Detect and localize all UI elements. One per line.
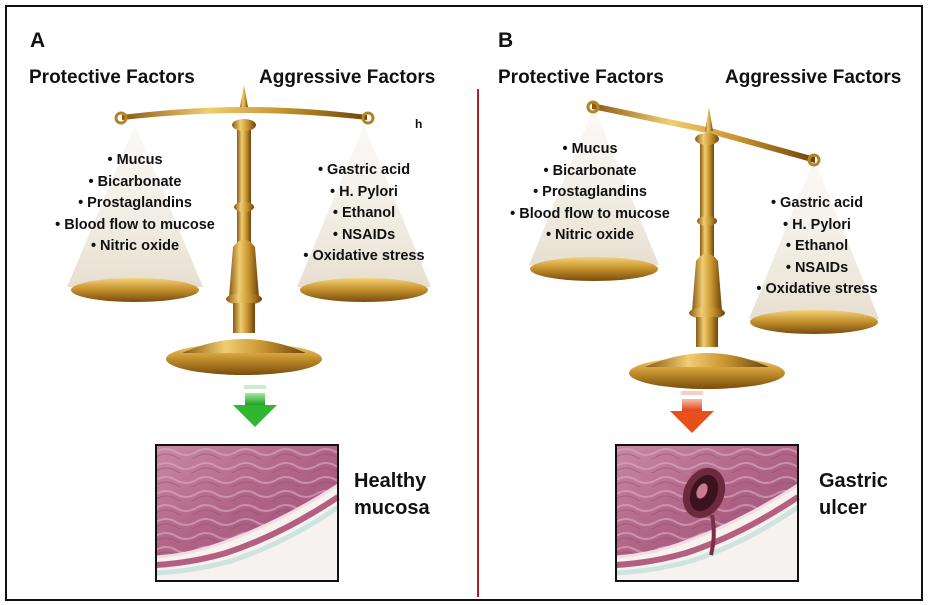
panel-b-gastric-ulcer-image <box>616 445 798 581</box>
panel-b-outcome-line2: ulcer <box>819 495 888 522</box>
panel-a-outcome-line1: Healthy <box>354 468 430 495</box>
panel-b-outcome-line1: Gastric <box>819 468 888 495</box>
panel-b-aggressive-item: • Oxidative stress <box>731 279 903 301</box>
panel-b-outcome-label: Gastric ulcer <box>819 468 888 522</box>
panel-b-aggressive-item: • Ethanol <box>731 236 903 258</box>
panel-a-healthy-mucosa-image <box>156 445 338 581</box>
panel-a-outcome-line2: mucosa <box>354 495 430 522</box>
panel-b-aggressive-item: • Gastric acid <box>731 193 903 215</box>
panel-a-outcome-label: Healthy mucosa <box>354 468 430 522</box>
panel-b-aggressive-item: • NSAIDs <box>731 258 903 280</box>
panel-b-aggressive-item: • H. Pylori <box>731 215 903 237</box>
panel-b-protective-item: • Mucus <box>485 139 695 161</box>
figure-frame: A Protective Factors Aggressive Factors … <box>5 5 923 601</box>
panel-b-aggressive-list: • Gastric acid • H. Pylori • Ethanol • N… <box>731 193 903 301</box>
panel-b-protective-list: • Mucus • Bicarbonate • Prostaglandins •… <box>485 139 695 247</box>
panel-b-protective-item: • Prostaglandins <box>485 182 695 204</box>
panel-b-finial <box>705 107 713 131</box>
panel-b-left-pan <box>530 257 658 281</box>
panel-b-protective-item: • Nitric oxide <box>485 225 695 247</box>
panel-b-protective-item: • Bicarbonate <box>485 161 695 183</box>
panel-b-right-pan <box>750 310 878 334</box>
panel-b-arrow-down-icon <box>670 391 714 433</box>
panel-b-protective-item: • Blood flow to mucose <box>485 204 695 226</box>
